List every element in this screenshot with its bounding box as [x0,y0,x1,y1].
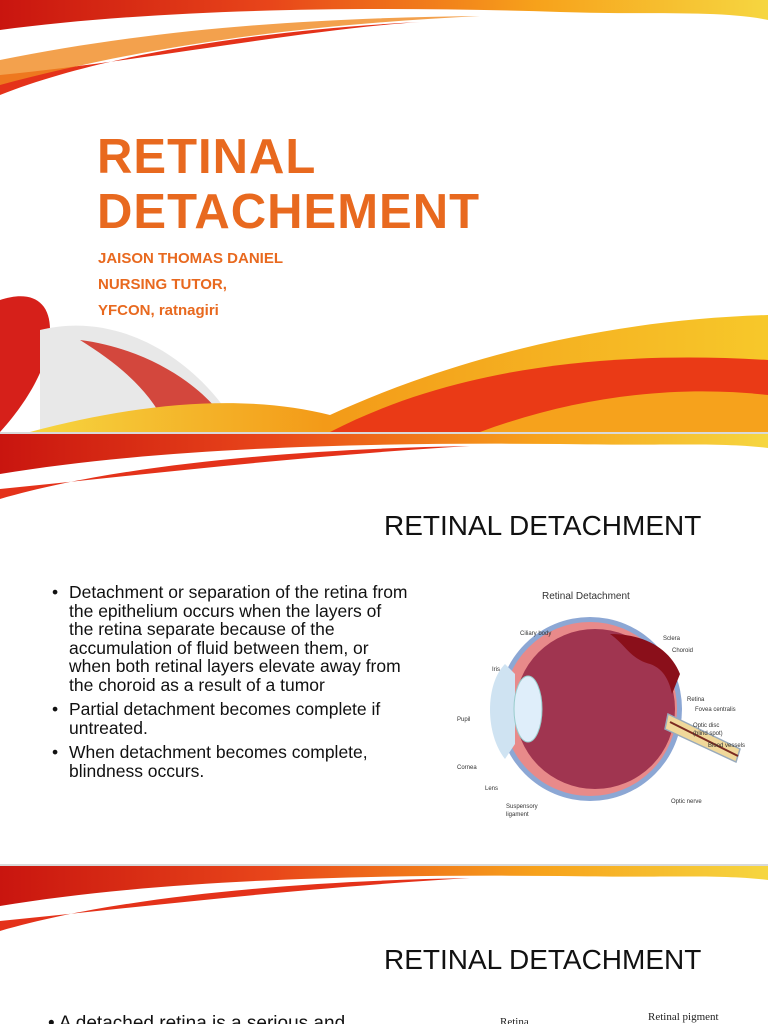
svg-text:Cornea: Cornea [457,765,477,771]
slide-divider [0,432,768,434]
decorative-swoosh [0,866,768,931]
author-institution: YFCON, ratnagiri [98,302,219,319]
svg-text:Choroid: Choroid [672,648,693,654]
bullet-item: Detachment or separation of the retina f… [50,583,410,694]
svg-text:Ciliary body: Ciliary body [520,631,551,637]
bullet-item: Partial detachment becomes complete if u… [50,700,410,737]
figure-title: Retinal Detachment [542,591,630,602]
bullet-item: When detachment becomes complete, blindn… [50,743,410,780]
slide-divider [0,864,768,866]
svg-text:Sclera: Sclera [663,636,681,642]
figure-label: Retina [500,1016,529,1024]
bullet-item: • A detached retina is a serious and [48,1013,345,1024]
author-role: NURSING TUTOR, [98,276,227,293]
author-block: JAISON THOMAS DANIEL NURSING TUTOR, YFCO… [98,246,283,324]
svg-text:Retina: Retina [687,697,705,703]
slide-heading: RETINAL DETACHMENT [384,944,702,975]
slide-retinal-detachment-2: RETINAL DETACHMENT • A detached retina i… [0,866,768,1024]
svg-text:Blood vessels: Blood vessels [708,743,745,749]
bullet-text: A detached retina is a serious and [58,1013,346,1024]
svg-text:Optic nerve: Optic nerve [671,799,702,805]
eye-diagram: Retinal Detachment Ciliary body Sclera C… [457,591,745,818]
svg-text:Iris: Iris [492,667,500,673]
svg-text:Optic disc: Optic disc [693,723,719,729]
decorative-swoosh [0,0,768,432]
svg-text:(blind spot): (blind spot) [693,731,723,737]
decorative-swoosh [0,434,768,499]
bullet-list: Detachment or separation of the retina f… [50,583,410,786]
svg-text:Pupil: Pupil [457,717,470,723]
figure-label: Retinal pigment [648,1011,719,1023]
title-line-1: RETINAL [97,130,317,184]
svg-text:Fovea centralis: Fovea centralis [695,707,736,713]
figure-labels: Ciliary body Sclera Choroid Iris Retina … [457,631,745,818]
slide-title: RETINAL DETACHEMENT JAISON THOMAS DANIEL… [0,0,768,432]
svg-text:ligament: ligament [506,812,529,818]
svg-text:Lens: Lens [485,786,498,792]
author-name: JAISON THOMAS DANIEL [98,250,284,267]
presentation-title: RETINAL DETACHEMENT [97,130,480,240]
slide-heading: RETINAL DETACHMENT [384,510,702,541]
slide-retinal-detachment: RETINAL DETACHMENT Detachment or separat… [0,434,768,864]
title-line-2: DETACHEMENT [97,185,481,239]
svg-text:Suspensory: Suspensory [506,804,538,810]
